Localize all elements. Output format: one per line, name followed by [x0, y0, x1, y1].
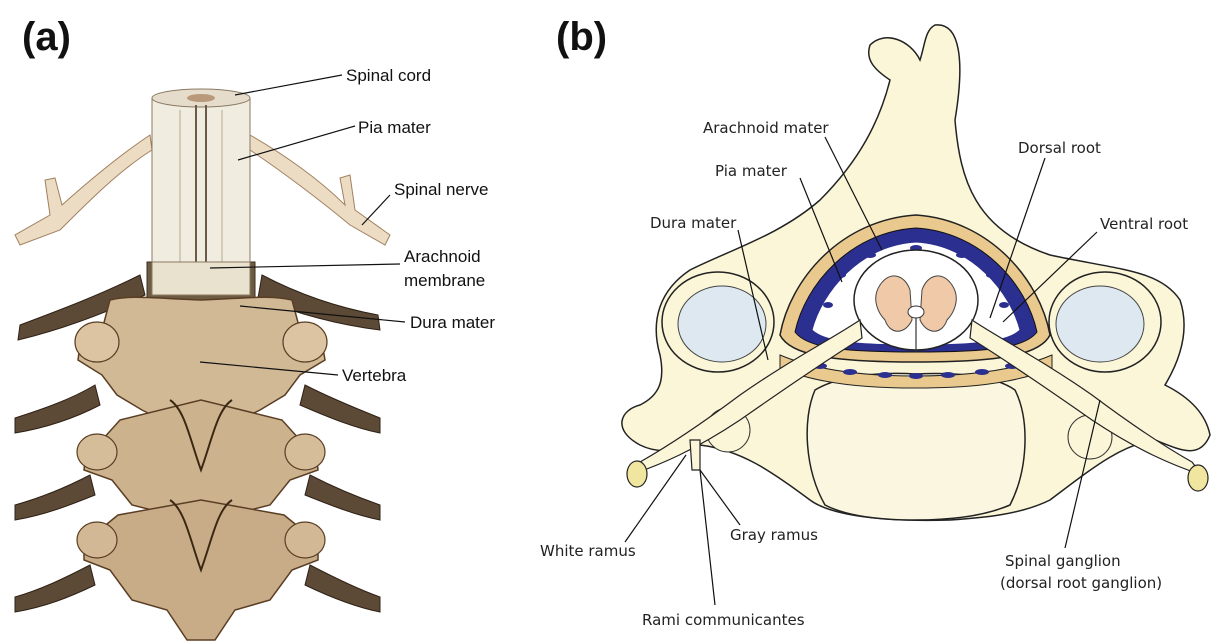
label-dura-mater-b: Dura mater [650, 214, 737, 232]
vertebral-column [75, 297, 327, 640]
label-white-ramus-b: White ramus [540, 542, 636, 560]
label-spinal-ganglion-b-line2: (dorsal root ganglion) [1000, 574, 1162, 592]
label-ventral-root-b: Ventral root [1100, 215, 1188, 233]
label-rami-communicantes-b: Rami communicantes [642, 611, 805, 629]
panel-b-label: (b) [556, 15, 607, 59]
label-gray-ramus-b: Gray ramus [730, 526, 818, 544]
label-dura-mater-a: Dura mater [410, 313, 495, 332]
panel-a-label: (a) [22, 15, 71, 59]
panel-a: (a) [15, 15, 495, 640]
panel-b: (b) [540, 15, 1210, 629]
spinal-cord [152, 89, 250, 295]
label-vertebra-a: Vertebra [342, 366, 407, 385]
label-spinal-cord-a: Spinal cord [346, 66, 431, 85]
label-pia-mater-a: Pia mater [358, 118, 431, 137]
label-arachnoid-a-line2: membrane [404, 271, 485, 290]
label-arachnoid-a-line1: Arachnoid [404, 247, 481, 266]
label-spinal-nerve-a: Spinal nerve [394, 180, 489, 199]
label-spinal-ganglion-b-line1: Spinal ganglion [1005, 552, 1121, 570]
label-arachnoid-mater-b: Arachnoid mater [703, 119, 829, 137]
label-pia-mater-b: Pia mater [715, 162, 788, 180]
label-dorsal-root-b: Dorsal root [1018, 139, 1101, 157]
